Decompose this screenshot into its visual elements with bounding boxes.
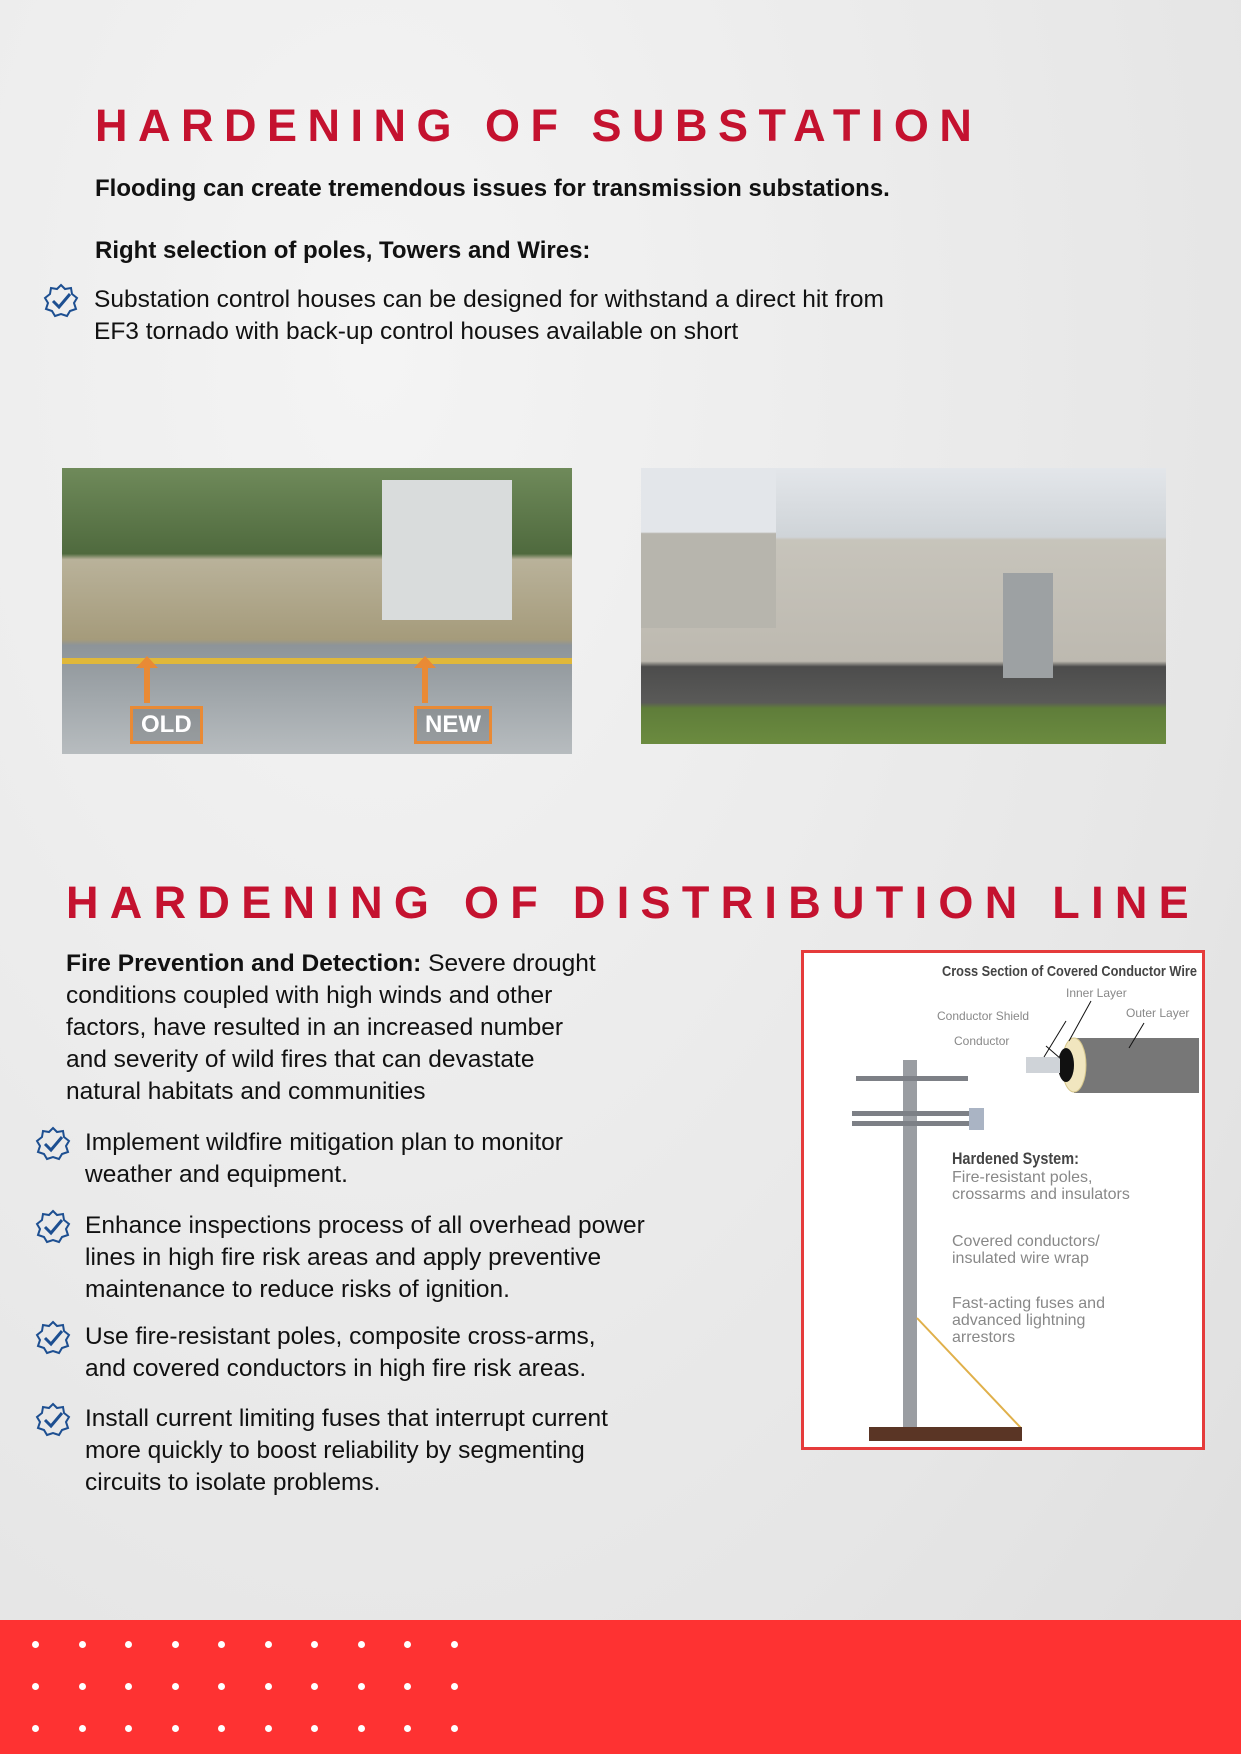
decorative-dot [404,1641,411,1648]
decorative-dot [450,1725,458,1732]
check-icon [43,283,79,318]
bullet-line: EF3 tornado with back-up control houses … [94,318,739,345]
intro-line: natural habitats and communities [66,1078,426,1105]
decorative-dot [78,1725,86,1732]
bullet-line: circuits to isolate problems. [85,1469,381,1496]
check-icon [35,1126,71,1161]
distribution-bullet: Install current limiting fuses that inte… [85,1403,608,1499]
decorative-dot [32,1725,39,1732]
substation-subheading: Right selection of poles, Towers and Wir… [95,237,591,264]
decorative-dot [311,1683,318,1690]
decorative-dot [404,1683,411,1690]
check-icon [35,1209,71,1244]
pole-and-cable-illustration [852,1000,1199,1441]
decorative-dot [171,1683,179,1690]
intro-line: and severity of wild fires that can deva… [66,1046,535,1073]
system-item: Fire-resistant poles,crossarms and insul… [952,1169,1130,1203]
distribution-bullet: Use fire-resistant poles, composite cros… [85,1321,596,1385]
intro-line: factors, have resulted in an increased n… [66,1014,564,1041]
intro-line: conditions coupled with high winds and o… [66,982,553,1009]
label-outer-layer: Outer Layer [1126,1006,1190,1020]
covered-conductor-diagram: Cross Section of Covered Conductor Wire … [801,950,1205,1450]
decorative-dot [218,1683,225,1690]
decorative-dot [218,1641,225,1648]
decorative-dot [357,1641,365,1648]
bullet-line: Install current limiting fuses that inte… [85,1405,608,1432]
substation-subtitle: Flooding can create tremendous issues fo… [95,175,890,202]
decorative-dot [357,1725,365,1732]
decorative-dot [32,1683,39,1690]
label-conductor: Conductor [954,1034,1010,1048]
decorative-dot [404,1725,411,1732]
distribution-bullet: Enhance inspections process of all overh… [85,1210,645,1306]
section-title-distribution: HARDENING OF DISTRIBUTION LINE [66,877,1200,928]
decorative-dot [171,1725,179,1732]
decorative-dot [450,1641,458,1648]
decorative-dot [264,1683,272,1690]
decorative-dot [311,1641,318,1648]
bullet-line: Enhance inspections process of all overh… [85,1212,645,1239]
new-label: NEW [414,706,492,744]
decorative-dot [264,1641,272,1648]
check-icon [35,1402,71,1437]
decorative-dot [450,1683,458,1690]
decorative-dot [171,1641,179,1648]
bullet-line: and covered conductors in high fire risk… [85,1355,587,1382]
substation-bullet: Substation control houses can be designe… [94,284,884,348]
intro-bold: Fire Prevention and Detection: [66,950,422,977]
old-label: OLD [130,706,203,744]
bullet-line: more quickly to boost reliability by seg… [85,1437,585,1464]
hardened-system-title: Hardened System: [952,1149,1079,1168]
system-item: Covered conductors/insulated wire wrap [952,1233,1100,1267]
decorative-dot [125,1641,132,1648]
intro-line: Severe drought [421,950,596,977]
bullet-line: maintenance to reduce risks of ignition. [85,1276,510,1303]
label-conductor-shield: Conductor Shield [937,1009,1030,1023]
section-title-substation: HARDENING OF SUBSTATION [95,100,983,151]
bullet-line: weather and equipment. [85,1161,348,1188]
decorative-dot [218,1725,225,1732]
decorative-dot [357,1683,365,1690]
decorative-dot [78,1641,86,1648]
bullet-line: Implement wildfire mitigation plan to mo… [85,1129,563,1156]
distribution-bullet: Implement wildfire mitigation plan to mo… [85,1127,563,1191]
label-inner-layer: Inner Layer [1066,986,1127,1000]
fire-prevention-paragraph: Fire Prevention and Detection: Severe dr… [66,948,746,1108]
bullet-line: Use fire-resistant poles, composite cros… [85,1323,596,1350]
decorative-dot [32,1641,39,1648]
footer-band [0,1620,1241,1754]
decorative-dot [311,1725,318,1732]
decorative-dot [125,1725,132,1732]
check-icon [35,1320,71,1355]
decorative-dot [264,1725,272,1732]
reinforced-substation-wall-photo [641,468,1166,744]
diagram-title: Cross Section of Covered Conductor Wire [942,963,1197,980]
bullet-line: lines in high fire risk areas and apply … [85,1244,602,1271]
decorative-dot [125,1683,132,1690]
decorative-dot [78,1683,86,1690]
bullet-line: Substation control houses can be designe… [94,286,884,313]
flooded-substation-photo: OLD NEW [62,468,572,754]
